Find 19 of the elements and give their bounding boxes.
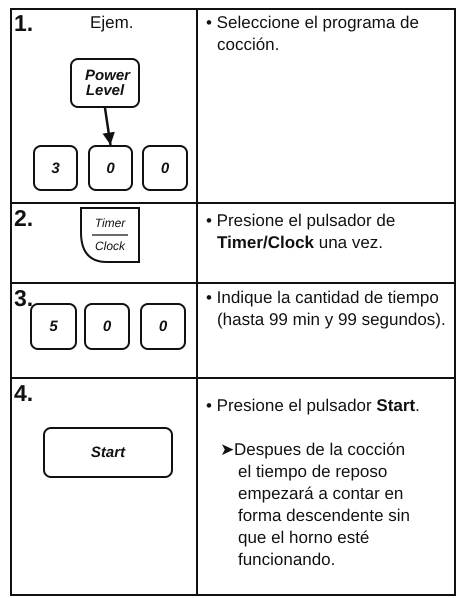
instruction-text: • Indique la cantidad de tiempo (hasta 99 min y 99 segundos). — [206, 287, 446, 331]
instruction-text: • Seleccione el programa de cocción. — [206, 12, 420, 56]
keypad-key: 0 — [142, 145, 188, 191]
keypad-key: Start — [43, 427, 173, 478]
instruction-text: • Presione el pulsador de Timer/Clock una vez. — [206, 210, 396, 254]
note-text: ➤Despues de la cocción el tiempo de reposo empezará a contar en forma descendente sin que el horno esté funcionando. — [220, 439, 410, 571]
example-label: Ejem. — [90, 12, 134, 34]
keypad-key: 0 — [140, 303, 186, 350]
step-number: 4. — [14, 381, 34, 405]
instruction-text: • Presione el pulsador Start. — [206, 395, 421, 417]
keypad-key: 0 — [84, 303, 130, 350]
step-number: 2. — [14, 206, 34, 230]
keypad-key: 3 — [33, 145, 78, 191]
keypad-key: 0 — [88, 145, 133, 191]
step-number: 1. — [14, 11, 34, 35]
arrow — [102, 108, 115, 146]
keypad-key: Timer Clock — [80, 207, 140, 263]
keypad-key: 5 — [30, 303, 77, 350]
keypad-key: Power Level — [70, 58, 140, 108]
